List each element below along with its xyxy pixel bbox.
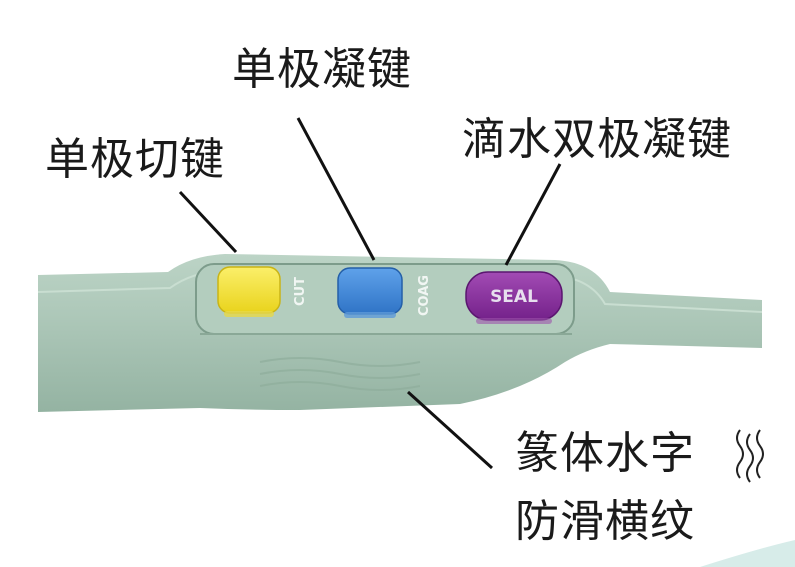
coag-button[interactable] [337, 267, 403, 315]
coag-silkscreen: COAG [417, 275, 432, 316]
coag-button-base [344, 312, 396, 318]
leader-line-cut [178, 190, 238, 254]
label-grip-line1: 篆体水字 [515, 428, 695, 479]
corner-accent [700, 540, 795, 567]
leader-line-grip [406, 390, 494, 470]
leader-line-seal [504, 163, 562, 266]
label-grip-line2: 防滑横纹 [515, 496, 695, 547]
label-seal-key: 滴水双极凝键 [462, 114, 732, 165]
grip-texture [259, 357, 421, 391]
label-cut-key: 单极切键 [45, 134, 225, 185]
cut-silkscreen: CUT [293, 277, 308, 306]
water-wave-icon [736, 429, 764, 483]
leader-line-coag [296, 117, 376, 261]
seal-button-label: SEAL [490, 287, 538, 307]
cut-button[interactable] [217, 266, 281, 314]
cut-button-base [224, 311, 274, 317]
seal-button-base [476, 318, 552, 324]
label-coag-key: 单极凝键 [232, 44, 412, 95]
